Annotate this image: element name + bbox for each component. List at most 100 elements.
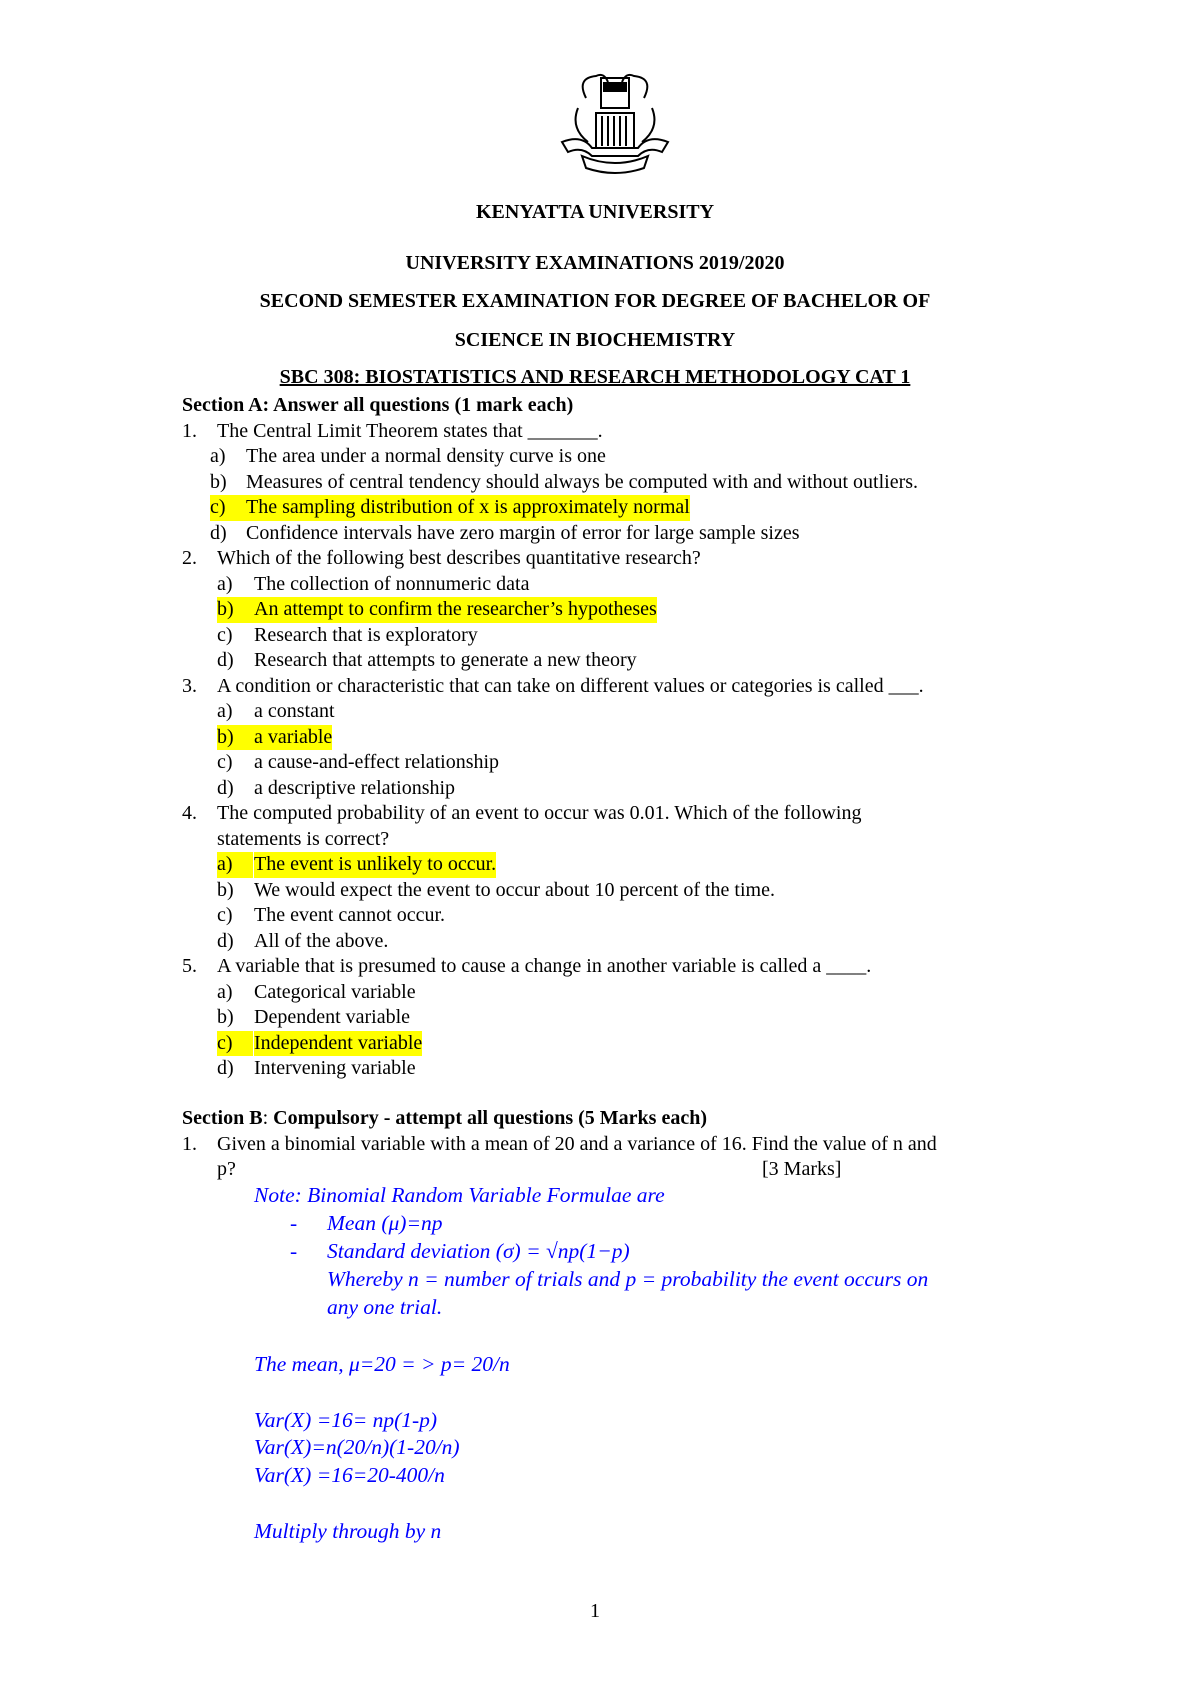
option: a) a constant (182, 699, 1032, 725)
bullet-dash: - (290, 1239, 298, 1263)
option-text: Dependent variable (254, 1006, 411, 1028)
option-highlighted-answer: c)Independent variable (182, 1030, 1032, 1056)
option-letter: d) (217, 649, 234, 671)
option-highlighted-answer: c)The sampling distribution of x is appr… (182, 495, 1032, 521)
whereby-line1: Whereby n = number of trials and p = pro… (327, 1267, 929, 1291)
option-letter: d) (217, 929, 234, 952)
question-number: 4. (182, 802, 197, 824)
option-text: Measures of central tendency should alwa… (246, 470, 919, 493)
option-text: a descriptive relationship (254, 776, 456, 799)
option-text: The sampling distribution of x is approx… (246, 495, 690, 521)
formula-sd: Standard deviation (σ) = √np(1−p) (327, 1239, 630, 1263)
option: d) Research that attempts to generate a n… (182, 648, 1032, 674)
question-4: 4. The computed probability of an event t… (182, 801, 1032, 827)
section-b-heading: Section B: Compulsory - attempt all ques… (182, 1107, 707, 1129)
option: a) The area under a normal density curve … (182, 444, 1032, 470)
question-number: 5. (182, 955, 197, 977)
option-text: The collection of nonnumeric data (254, 572, 530, 595)
page-number: 1 (590, 1600, 600, 1622)
option: c) Research that is exploratory (182, 623, 1032, 649)
question-5: 5. A variable that is presumed to cause a… (182, 954, 1032, 980)
step-multiply: Multiply through by n (254, 1519, 442, 1543)
option-letter: a) (210, 445, 226, 467)
question-b1-cont: p?[3 Marks] (182, 1157, 1062, 1183)
question-number: 1. (182, 419, 197, 442)
question-2: 2. Which of the following best describes … (182, 546, 1032, 572)
option-text: Categorical variable (254, 980, 416, 1003)
step-mean: The mean, μ=20 = > p= 20/n (254, 1352, 510, 1376)
answer-note: Note: Binomial Random Variable Formulae … (254, 1183, 665, 1207)
option: b) We would expect the event to occur abo… (182, 878, 1032, 904)
section-a-heading: Section A: Answer all questions (1 mark … (182, 394, 574, 416)
course-title: SBC 308: BIOSTATISTICS AND RESEARCH METH… (279, 366, 911, 388)
section-b: Section B: Compulsory - attempt all ques… (182, 1106, 1062, 1183)
option-text: a variable (254, 724, 333, 750)
step-var3: Var(X) =16=20-400/n (254, 1463, 445, 1487)
semester-line: SECOND SEMESTER EXAMINATION FOR DEGREE O… (259, 290, 931, 312)
option-letter: d) (210, 521, 227, 544)
option-letter: b) (210, 470, 227, 493)
option: a) Categorical variable (182, 980, 1032, 1006)
marks-label: [3 Marks] (762, 1158, 842, 1180)
university-crest-logo (560, 73, 670, 174)
question-1: 1. The Central Limit Theorem states that … (182, 419, 1032, 445)
section-a: Section A: Answer all questions (1 mark … (182, 393, 1032, 1082)
option: b) Dependent variable (182, 1005, 1032, 1031)
programme-line: SCIENCE IN BIOCHEMISTRY (454, 329, 736, 351)
option-letter: c) (217, 751, 233, 773)
option: c) a cause-and-effect relationship (182, 750, 1032, 776)
option-highlighted-answer: b)a variable (182, 724, 1032, 750)
option-highlighted-answer: b)An attempt to confirm the researcher’s… (182, 597, 1032, 623)
option-letter: b) (217, 878, 234, 901)
option-text: a constant (254, 700, 335, 722)
step-var2: Var(X)=n(20/n)(1-20/n) (254, 1435, 460, 1459)
question-number: 2. (182, 547, 197, 569)
option-text: Intervening variable (254, 1057, 416, 1079)
question-text: The computed probability of an event to … (217, 802, 862, 824)
option-text: The event is unlikely to occur. (254, 852, 497, 878)
option-text: Independent variable (254, 1030, 423, 1056)
university-name: KENYATTA UNIVERSITY (475, 201, 715, 223)
bullet-dash: - (290, 1211, 298, 1235)
question-4-cont: statements is correct? (182, 827, 1032, 853)
option-letter: b) (217, 597, 254, 623)
question-3: 3. A condition or characteristic that can… (182, 674, 1032, 700)
option-letter: d) (217, 776, 234, 799)
option-text: The area under a normal density curve is… (246, 445, 606, 467)
option-letter: c) (210, 495, 246, 521)
question-text: A condition or characteristic that can t… (217, 674, 924, 697)
option-text: Research that is exploratory (254, 623, 478, 646)
question-number: 3. (182, 674, 197, 697)
option-letter: a) (217, 572, 233, 595)
question-text: A variable that is presumed to cause a c… (217, 955, 872, 977)
option: d) All of the above. (182, 929, 1032, 955)
option-text: All of the above. (254, 929, 389, 952)
question-text: The Central Limit Theorem states that __… (217, 419, 603, 442)
option-letter: d) (217, 1057, 234, 1079)
step-var1: Var(X) =16= np(1-p) (254, 1408, 438, 1432)
option-text: Research that attempts to generate a new… (254, 649, 637, 671)
option-letter: b) (217, 1006, 234, 1028)
option-text: We would expect the event to occur about… (254, 878, 775, 901)
option-highlighted-answer: a)The event is unlikely to occur. (182, 852, 1032, 878)
option: d) a descriptive relationship (182, 776, 1032, 802)
whereby-line2: any one trial. (327, 1295, 443, 1319)
option-letter: c) (217, 623, 233, 646)
option: d) Intervening variable (182, 1056, 1032, 1082)
option-letter: a) (217, 852, 253, 878)
exam-title: UNIVERSITY EXAMINATIONS 2019/2020 (405, 252, 785, 274)
option-letter: c) (217, 1030, 253, 1056)
question-text: Which of the following best describes qu… (217, 547, 701, 569)
option-letter: b) (217, 724, 254, 750)
question-b1: 1.Given a binomial variable with a mean … (182, 1132, 937, 1155)
option-letter: a) (217, 980, 233, 1003)
option-text: An attempt to confirm the researcher’s h… (254, 597, 657, 623)
option-text: The event cannot occur. (254, 904, 446, 926)
option-letter: c) (217, 904, 233, 926)
option: a) The collection of nonnumeric data (182, 572, 1032, 598)
option-letter: a) (217, 700, 233, 722)
option: b) Measures of central tendency should al… (182, 470, 1032, 496)
option-text: a cause-and-effect relationship (254, 751, 500, 773)
option: d)Confidence intervals have zero margin … (182, 521, 1032, 547)
